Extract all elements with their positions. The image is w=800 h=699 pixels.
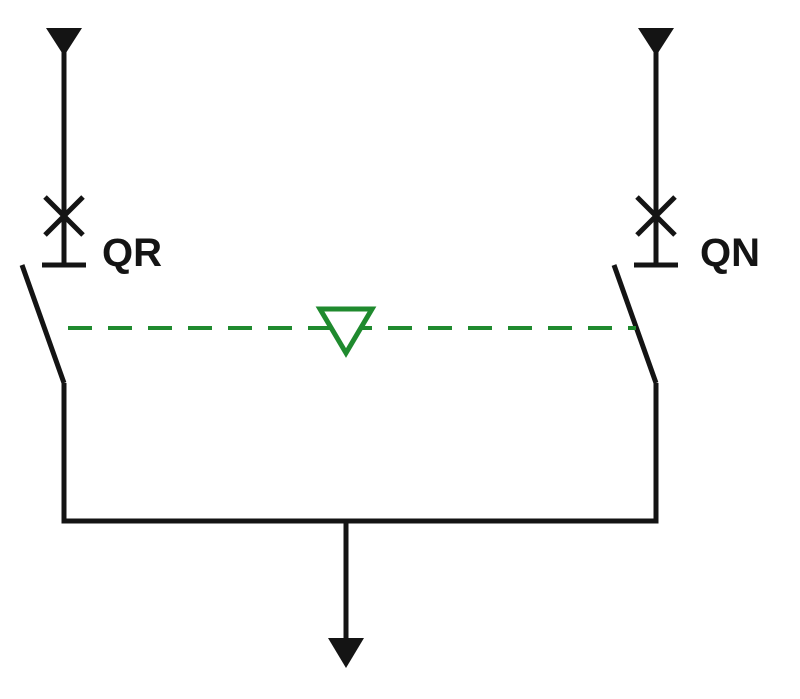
output-arrow-icon [328, 638, 364, 668]
breaker-qr-label: QR [102, 231, 162, 275]
left-feed [46, 28, 82, 265]
right-incoming-arrow-icon [638, 28, 674, 56]
breaker-qn: QN [611, 195, 760, 384]
breaker-qr-cross-icon [43, 195, 85, 237]
output-bus [61, 383, 659, 668]
breaker-qn-switch-blade [611, 264, 659, 384]
breaker-qr-switch-blade [19, 264, 67, 384]
right-feed [638, 28, 674, 265]
breaker-qn-label: QN [700, 231, 760, 275]
breaker-qn-cross-icon [635, 195, 677, 237]
interlock-triangle-icon [315, 306, 377, 358]
interlock [68, 306, 636, 358]
breaker-qr: QR [19, 195, 162, 384]
left-incoming-arrow-icon [46, 28, 82, 56]
